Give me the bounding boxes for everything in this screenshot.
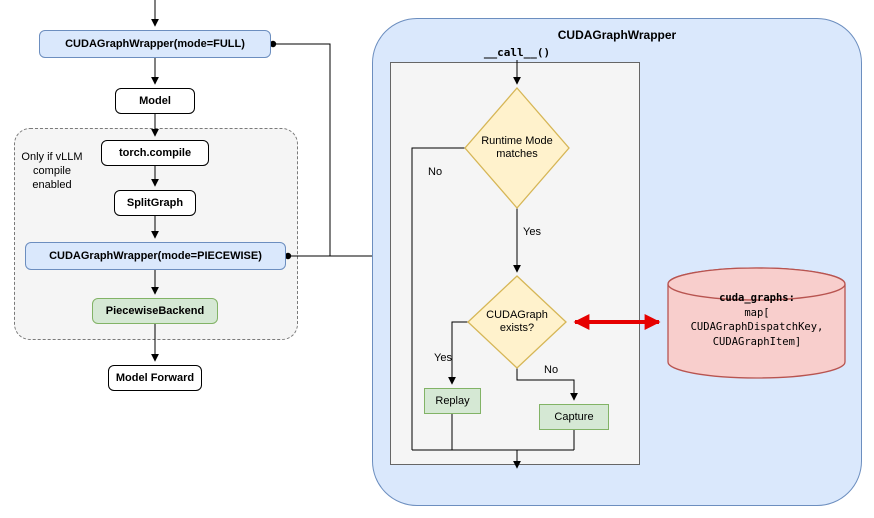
torch-compile-label: torch.compile <box>118 146 192 159</box>
model-forward-node: Model Forward <box>108 365 202 391</box>
exists-diamond-line1: CUDAGraph <box>486 309 548 321</box>
left-flow-connectors <box>151 0 372 362</box>
torch-compile-node: torch.compile <box>101 140 209 166</box>
model-forward-label: Model Forward <box>115 371 195 384</box>
cuda-graphs-datastore-shape <box>667 267 846 379</box>
exists-diamond-line2: exists? <box>499 322 535 334</box>
yes-replay-label: Yes <box>434 352 452 364</box>
model-node: Model <box>115 88 195 114</box>
runtime-mode-diamond <box>464 87 570 209</box>
datastore-line2: map[ <box>744 306 770 319</box>
call-flow-connectors <box>411 60 578 469</box>
capture-label: Capture <box>554 410 594 423</box>
no-capture-label: No <box>544 364 559 376</box>
connector-dot-piecewise <box>284 252 292 260</box>
piecewise-backend-node: PiecewiseBackend <box>92 298 218 324</box>
no-branch-label: No <box>428 166 443 178</box>
split-graph-label: SplitGraph <box>126 196 184 209</box>
piecewise-wrapper-label: CUDAGraphWrapper(mode=PIECEWISE) <box>49 249 262 262</box>
datastore-line3: CUDAGraphDispatchKey, <box>690 321 824 333</box>
exists-diamond-text: CUDAGraph exists? <box>457 309 577 335</box>
full-wrapper-label: CUDAGraphWrapper(mode=FULL) <box>65 37 245 50</box>
split-graph-node: SplitGraph <box>114 190 196 216</box>
runtime-diamond-line2: matches <box>496 148 538 160</box>
datastore-line4: CUDAGraphItem] <box>712 335 802 348</box>
datastore-title: cuda_graphs: <box>719 292 795 304</box>
full-wrapper-node: CUDAGraphWrapper(mode=FULL) <box>39 30 271 58</box>
panel-title: CUDAGraphWrapper <box>557 28 677 42</box>
yes-branch-label: Yes <box>523 226 541 238</box>
arrow-yes-to-replay <box>448 321 468 385</box>
call-method-label: __call__() <box>483 46 551 59</box>
cuda-graphs-datastore-text: cuda_graphs: map[ CUDAGraphDispatchKey, … <box>670 291 844 349</box>
runtime-diamond-line1: Runtime Mode <box>481 135 553 147</box>
link-full-wrapper-to-panel <box>273 43 331 256</box>
vllm-compile-note: Only if vLLM compile enabled <box>21 151 83 191</box>
arrow-no-to-capture <box>516 368 578 401</box>
capture-node: Capture <box>539 404 609 430</box>
model-label: Model <box>139 94 171 107</box>
piecewise-wrapper-node: CUDAGraphWrapper(mode=PIECEWISE) <box>25 242 286 270</box>
replay-node: Replay <box>424 388 481 414</box>
connector-dot-full <box>269 40 277 48</box>
replay-label: Replay <box>435 394 470 407</box>
no-branch-line <box>411 147 465 450</box>
piecewise-backend-label: PiecewiseBackend <box>105 304 205 317</box>
runtime-diamond-text: Runtime Mode matches <box>457 135 577 161</box>
cudagraph-exists-diamond <box>467 275 567 369</box>
